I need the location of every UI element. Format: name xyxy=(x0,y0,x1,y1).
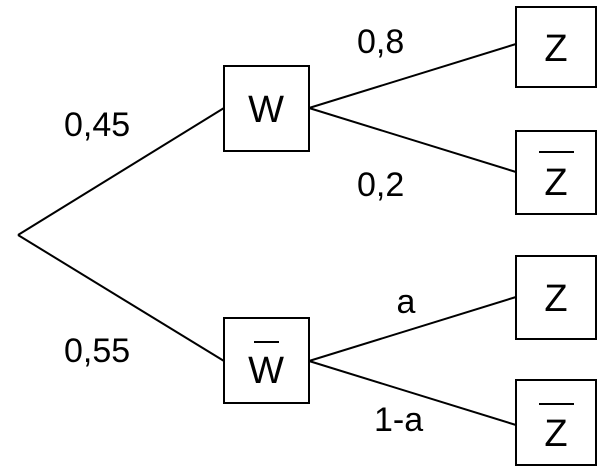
node-w-not-z: Z xyxy=(515,130,597,215)
node-not-w: W xyxy=(223,317,310,404)
probability-not-w-z: a xyxy=(397,283,416,321)
edge-not-w-to-not-z xyxy=(308,360,517,426)
probability-w: 0,45 xyxy=(64,106,130,144)
probability-w-not-z: 0,2 xyxy=(357,166,404,204)
edge-w-to-z xyxy=(308,43,517,109)
node-w-z-label: Z xyxy=(544,28,567,70)
edge-root-to-not-w xyxy=(17,234,225,362)
node-not-w-z-label: Z xyxy=(544,278,567,320)
node-not-w-label: W xyxy=(248,350,284,392)
node-not-w-not-z: Z xyxy=(515,379,597,466)
node-not-w-not-z-label: Z xyxy=(544,413,567,455)
probability-not-w: 0,55 xyxy=(64,332,130,370)
probability-w-z: 0,8 xyxy=(357,23,404,61)
node-not-w-z: Z xyxy=(515,255,597,340)
edge-w-to-not-z xyxy=(308,107,517,173)
edge-root-to-w xyxy=(17,107,225,236)
node-w: W xyxy=(223,65,310,152)
node-w-z: Z xyxy=(515,6,597,88)
probability-not-w-not-z: 1-a xyxy=(374,401,423,439)
node-w-not-z-label: Z xyxy=(544,162,567,204)
node-w-label: W xyxy=(248,89,284,131)
edge-not-w-to-z xyxy=(308,296,517,362)
